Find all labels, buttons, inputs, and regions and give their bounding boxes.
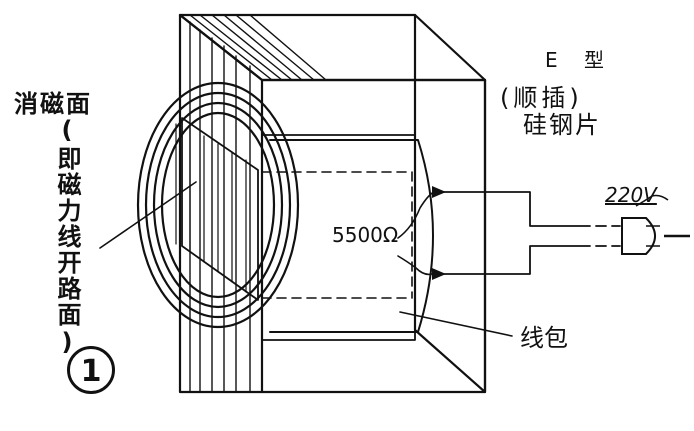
core-left-edge <box>178 13 264 394</box>
resistor-leader-bottom <box>397 255 433 276</box>
coil-leader-line <box>399 311 513 337</box>
voltage-label: 220V <box>605 183 657 207</box>
figure-number-badge: 1 <box>67 346 115 394</box>
e-core-laminations <box>178 13 487 394</box>
resistance-label: 5500Ω <box>332 223 399 247</box>
wire-terminals <box>432 186 446 280</box>
insert-type-label: (顺插) <box>500 84 583 112</box>
resistor-leader-top <box>397 191 435 239</box>
demag-face-label: 消磁面 <box>14 90 92 118</box>
demag-leader-line <box>99 181 197 249</box>
demag-note-label: (即磁力线开路面) <box>53 116 81 358</box>
lead-wires <box>433 191 621 275</box>
core-type-label: E 型 <box>545 48 614 72</box>
core-top-face <box>178 13 487 82</box>
coil-label: 线包 <box>520 324 568 352</box>
core-material-label: 硅钢片 <box>523 111 601 139</box>
plug-icon <box>621 194 690 255</box>
core-front-face <box>260 78 487 394</box>
